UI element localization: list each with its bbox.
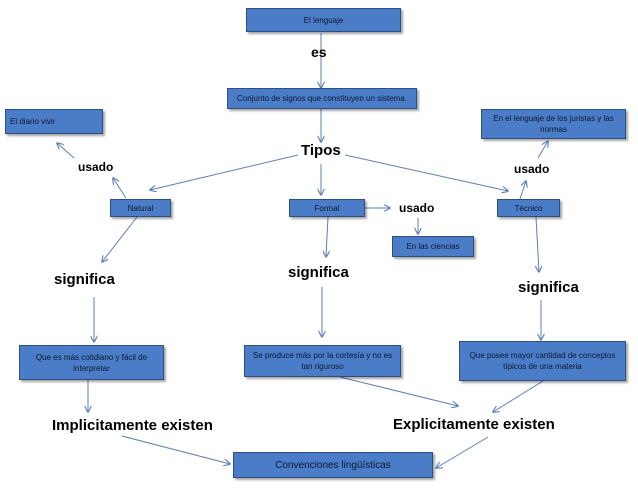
arrow-tipos-tecnico bbox=[344, 154, 508, 191]
node-conjunto: Conjunto de signos que constituyen un si… bbox=[227, 88, 417, 109]
arrow-usado-diario bbox=[57, 143, 75, 159]
arrow-tecnico-significa bbox=[536, 216, 539, 272]
node-conceptos: Que posee mayor cantidad de conceptos tí… bbox=[459, 341, 626, 381]
arrow-natural-significa bbox=[102, 216, 138, 262]
arrow-usado-juristas bbox=[537, 141, 548, 159]
label-tipos: Tipos bbox=[301, 142, 341, 159]
arrow-tecnico-usado bbox=[519, 181, 526, 200]
label-es: es bbox=[311, 44, 327, 60]
node-diario: El diario vivir bbox=[5, 109, 103, 134]
arrow-implicitamente-convenciones bbox=[121, 435, 230, 464]
node-lenguaje: El lenguaje bbox=[246, 8, 401, 32]
label-significa-left: significa bbox=[54, 271, 115, 288]
label-usado-left: usado bbox=[78, 160, 114, 174]
node-cortesia: Se produce más por la cortesía y no es t… bbox=[244, 345, 401, 377]
arrow-cortesia-explicitamente bbox=[339, 376, 458, 406]
arrow-natural-usado bbox=[113, 178, 127, 199]
label-significa-right: significa bbox=[518, 279, 579, 296]
label-usado-right: usado bbox=[514, 162, 550, 176]
node-ciencias: En las ciencias bbox=[392, 236, 474, 257]
label-implicitamente: Implicitamente existen bbox=[52, 417, 213, 434]
node-formal: Formal bbox=[289, 199, 365, 217]
arrow-formal-significa bbox=[326, 216, 328, 257]
node-convenciones: Convenciones lingüísticas bbox=[233, 452, 433, 478]
label-explicitamente: Explicitamente existen bbox=[393, 416, 555, 433]
arrow-explicitamente-convenciones bbox=[436, 436, 489, 468]
arrow-conceptos-explicitamente bbox=[493, 380, 544, 412]
arrow-tipos-natural bbox=[150, 154, 299, 190]
node-juristas: En el lenguaje de los juristas y las nor… bbox=[481, 109, 626, 139]
label-significa-mid: significa bbox=[288, 264, 349, 281]
node-cotidiano: Que es más cotidiano y fácil de interpre… bbox=[19, 345, 164, 380]
node-tecnico: Técnico bbox=[497, 199, 560, 217]
label-usado-mid: usado bbox=[399, 201, 435, 215]
node-natural: Natural bbox=[110, 199, 171, 217]
